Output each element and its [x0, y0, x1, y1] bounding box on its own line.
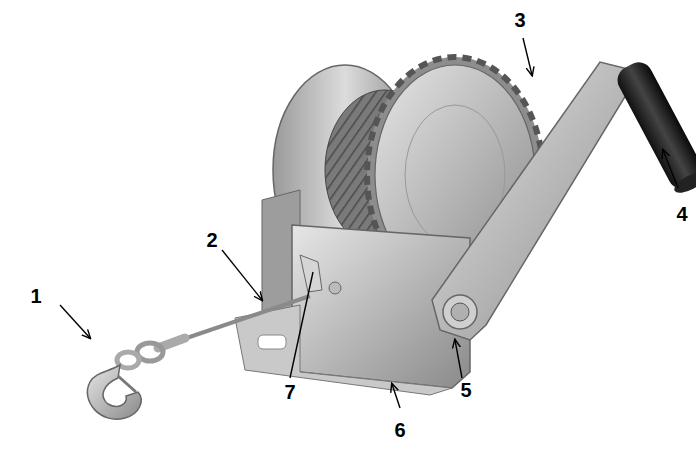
mount-hole — [258, 335, 286, 349]
callout-number: 1 — [30, 286, 41, 306]
crank-arm — [432, 62, 640, 340]
hook — [87, 343, 163, 419]
pawl — [300, 255, 322, 292]
callout-number: 6 — [394, 420, 405, 440]
pawl-pin — [329, 282, 341, 294]
frame-base — [235, 305, 452, 395]
callout-number: 7 — [284, 382, 295, 402]
callout-number: 5 — [460, 380, 471, 400]
axle-washer — [443, 295, 477, 329]
callout-number: 2 — [206, 230, 217, 250]
axle-nut — [451, 303, 469, 321]
handle-grip — [613, 57, 696, 197]
cable — [175, 296, 310, 342]
callout-number: 4 — [676, 204, 687, 224]
leader-arrows — [60, 38, 678, 408]
callout-number: 3 — [514, 10, 525, 30]
